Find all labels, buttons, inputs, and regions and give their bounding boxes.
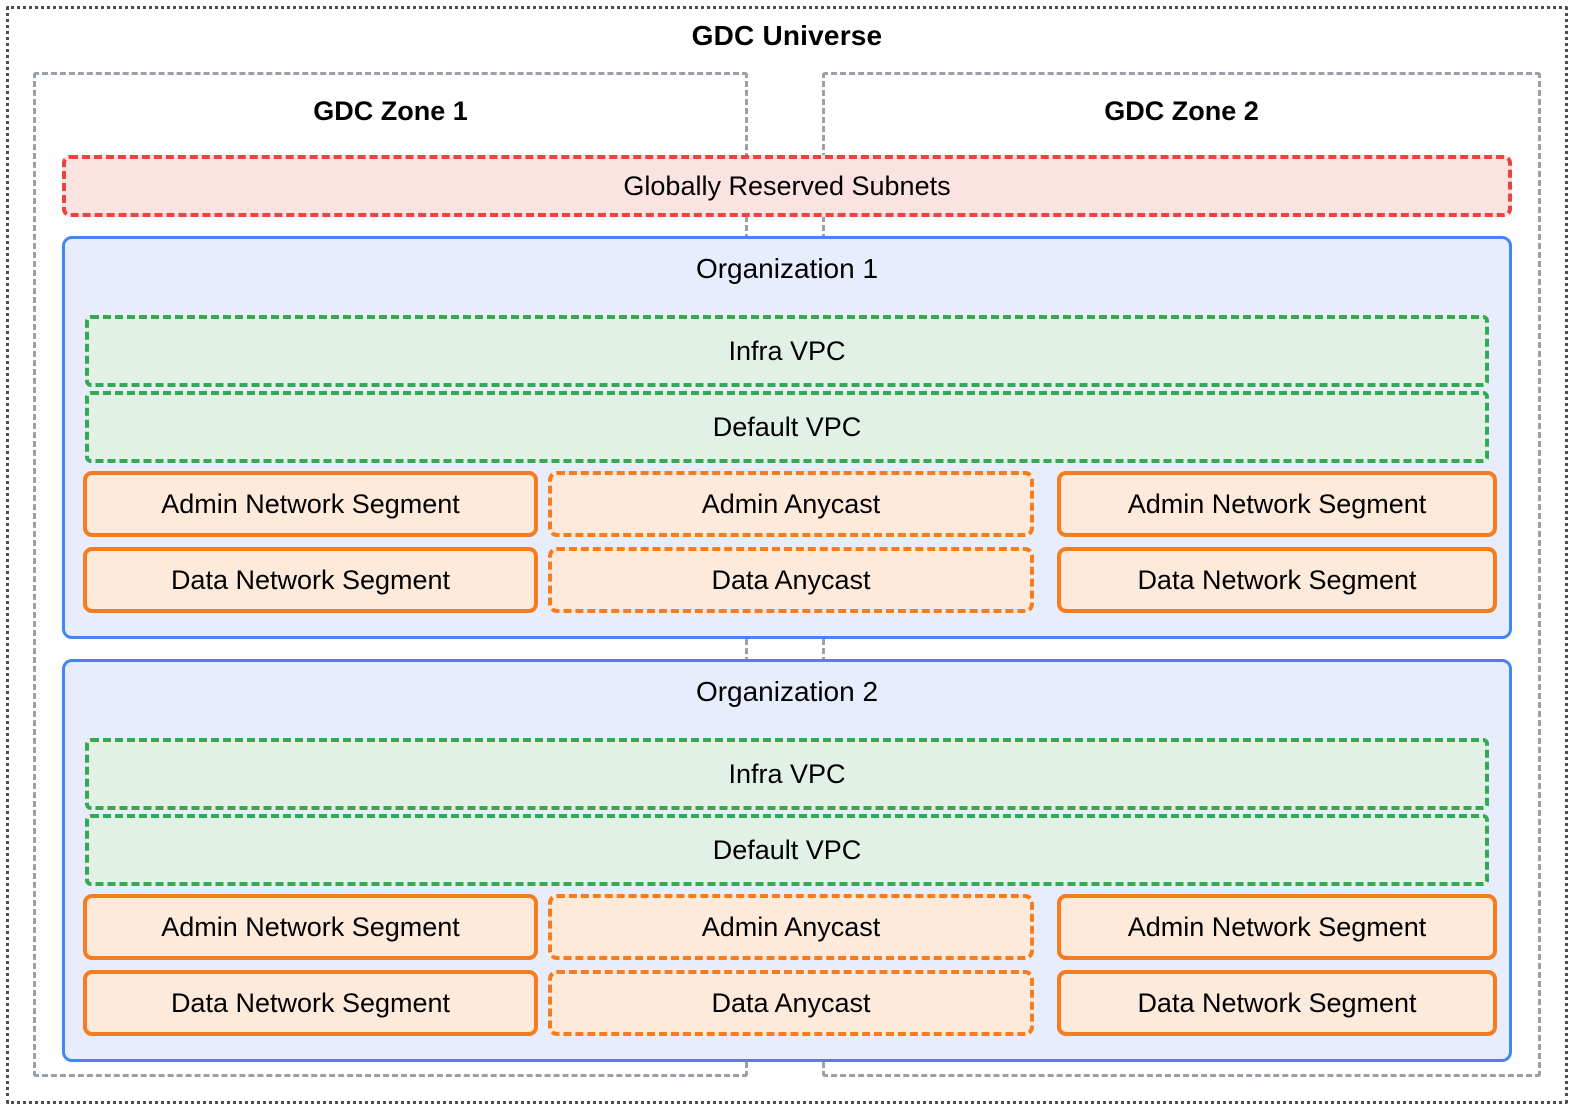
organization-2-zone-2-admin-network-segment: Admin Network Segment: [1057, 894, 1497, 960]
organization-1-data-anycast: Data Anycast: [548, 547, 1034, 613]
organization-2-admin-row: Admin Network Segment Admin Anycast Admi…: [65, 894, 1509, 960]
gdc-zone-1-title: GDC Zone 1: [313, 96, 468, 126]
organization-1-admin-row: Admin Network Segment Admin Anycast Admi…: [65, 471, 1509, 537]
organization-2-infra-vpc-box: Infra VPC: [85, 738, 1489, 810]
organization-2-zone-2-data-network-segment-label: Data Network Segment: [1137, 987, 1417, 1018]
organization-1-infra-vpc-box: Infra VPC: [85, 315, 1489, 387]
organization-2-data-row: Data Network Segment Data Anycast Data N…: [65, 970, 1509, 1036]
organization-2-box: Organization 2 Infra VPC Default VPC Adm…: [62, 659, 1512, 1062]
gdc-universe-title: GDC Universe: [691, 20, 883, 51]
organization-1-zone-2-admin-network-segment: Admin Network Segment: [1057, 471, 1497, 537]
organization-1-default-vpc-label: Default VPC: [712, 411, 862, 442]
organization-1-box: Organization 1 Infra VPC Default VPC Adm…: [62, 236, 1512, 639]
organization-2-admin-anycast-label: Admin Anycast: [701, 911, 881, 942]
organization-2-infra-vpc-label: Infra VPC: [728, 758, 846, 789]
organization-2-default-vpc-label: Default VPC: [712, 834, 862, 865]
organization-2-zone-1-admin-network-segment-label: Admin Network Segment: [161, 911, 460, 942]
organization-2-default-vpc-box: Default VPC: [85, 814, 1489, 886]
gdc-zone-2-title: GDC Zone 2: [1104, 96, 1259, 126]
organization-2-title: Organization 2: [695, 676, 879, 707]
organization-1-zone-2-admin-network-segment-label: Admin Network Segment: [1127, 488, 1427, 519]
organization-1-data-row: Data Network Segment Data Anycast Data N…: [65, 547, 1509, 613]
organization-1-admin-anycast: Admin Anycast: [548, 471, 1034, 537]
organization-1-admin-anycast-label: Admin Anycast: [701, 488, 881, 519]
organization-2-zone-2-data-network-segment: Data Network Segment: [1057, 970, 1497, 1036]
organization-2-zone-1-data-network-segment: Data Network Segment: [83, 970, 538, 1036]
organization-2-data-anycast-label: Data Anycast: [711, 987, 871, 1018]
organization-1-zone-1-data-network-segment: Data Network Segment: [83, 547, 538, 613]
organization-1-zone-2-data-network-segment: Data Network Segment: [1057, 547, 1497, 613]
gdc-universe-frame: [6, 6, 1568, 1104]
organization-2-zone-1-data-network-segment-label: Data Network Segment: [170, 987, 451, 1018]
organization-1-zone-1-admin-network-segment-label: Admin Network Segment: [161, 488, 460, 519]
globally-reserved-subnets-box: Globally Reserved Subnets: [62, 155, 1512, 217]
organization-2-data-anycast: Data Anycast: [548, 970, 1034, 1036]
globally-reserved-subnets-label: Globally Reserved Subnets: [623, 170, 951, 201]
organization-1-default-vpc-box: Default VPC: [85, 391, 1489, 463]
organization-1-data-anycast-label: Data Anycast: [711, 564, 871, 595]
organization-1-infra-vpc-label: Infra VPC: [728, 335, 846, 366]
organization-1-zone-1-data-network-segment-label: Data Network Segment: [170, 564, 451, 595]
organization-1-zone-1-admin-network-segment: Admin Network Segment: [83, 471, 538, 537]
organization-2-zone-1-admin-network-segment: Admin Network Segment: [83, 894, 538, 960]
organization-1-title: Organization 1: [695, 253, 879, 284]
organization-1-zone-2-data-network-segment-label: Data Network Segment: [1137, 564, 1417, 595]
organization-2-zone-2-admin-network-segment-label: Admin Network Segment: [1127, 911, 1427, 942]
organization-2-admin-anycast: Admin Anycast: [548, 894, 1034, 960]
